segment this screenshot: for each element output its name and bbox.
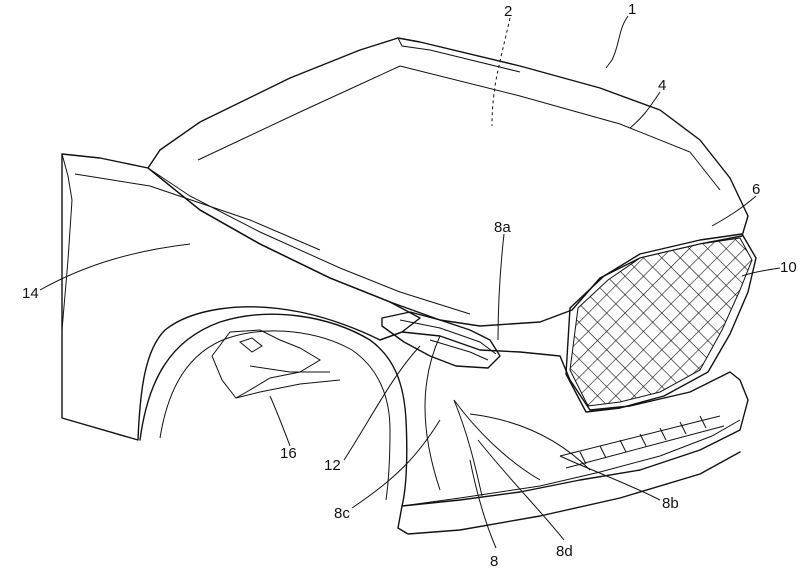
leader-14: [39, 243, 191, 291]
label-vehicle: 1: [628, 1, 636, 18]
hood-lip: [397, 37, 521, 73]
bumper-side-curve: [424, 335, 483, 497]
leader-8c: [351, 419, 441, 509]
headlamp-inner: [399, 319, 497, 361]
leader-8b: [559, 455, 661, 501]
label-bumper-a: 8a: [494, 219, 511, 236]
leader-8d: [477, 439, 565, 541]
label-hood: 4: [658, 77, 666, 94]
grille-mesh: [570, 238, 752, 406]
leader-10: [741, 267, 781, 277]
label-hood-inner: 2: [504, 3, 512, 20]
leader-6: [711, 195, 757, 227]
hood-front-edge: [147, 167, 471, 315]
headlamp: [381, 311, 501, 369]
leader-8a: [497, 233, 505, 341]
label-wheel-house: 16: [280, 445, 297, 462]
leader-12: [343, 345, 421, 461]
leader-16: [269, 395, 291, 447]
leader-4: [629, 91, 661, 129]
label-fender: 14: [22, 285, 39, 302]
hood-outline: [147, 37, 749, 327]
hood-crease: [197, 65, 721, 191]
grille-inner-frame: [569, 237, 753, 407]
fender-top-line: [61, 153, 73, 418]
bumper-outline: [379, 331, 749, 535]
label-bumper-b: 8b: [662, 495, 679, 512]
lower-grille-slots: [559, 415, 725, 469]
label-bumper: 8: [490, 553, 498, 570]
grille-frame: [565, 233, 757, 413]
label-headlamp: 12: [324, 457, 341, 474]
hood-inner-dashed: [491, 17, 511, 127]
wheel-arch: [139, 313, 408, 507]
label-bumper-d: 8d: [556, 543, 573, 560]
label-hood-front: 6: [752, 181, 760, 198]
wheel-arch-inner: [159, 330, 391, 501]
leader-1: [605, 15, 629, 69]
fender-character-line: [74, 173, 321, 251]
leader-8: [469, 459, 497, 549]
bumper-side-scoop: [453, 399, 591, 481]
label-bumper-c: 8c: [334, 505, 350, 522]
label-grille: 10: [780, 259, 797, 276]
bumper-lower-lip: [401, 419, 741, 507]
wheel-house-liner: [235, 365, 341, 399]
wheel-house-inner: [211, 329, 321, 399]
